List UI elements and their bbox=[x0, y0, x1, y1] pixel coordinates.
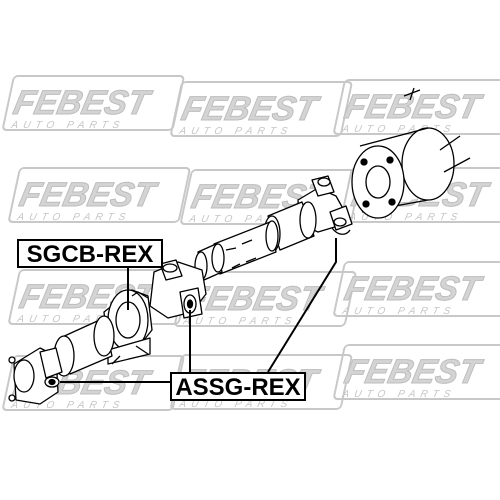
watermark-sub: AUTO PARTS bbox=[9, 120, 125, 131]
watermark-4: FEBEST AUTO PARTS bbox=[8, 167, 191, 223]
watermark-brand: FEBEST bbox=[178, 90, 323, 128]
watermark-sub: AUTO PARTS bbox=[340, 124, 456, 135]
watermark-sub: AUTO PARTS bbox=[347, 212, 463, 223]
part-label-assg: ASSG-REX bbox=[170, 372, 306, 401]
watermark-12: FEBEST AUTO PARTS bbox=[333, 344, 500, 400]
part-label-sgcb: SGCB-REX bbox=[17, 239, 163, 268]
watermark-2: FEBEST AUTO PARTS bbox=[170, 81, 353, 137]
watermark-sub: AUTO PARTS bbox=[187, 214, 303, 225]
leader-lines bbox=[60, 238, 337, 383]
rear-u-joint bbox=[297, 175, 353, 235]
watermark-brand: FEBEST bbox=[10, 84, 155, 122]
watermark-9: FEBEST AUTO PARTS bbox=[333, 261, 500, 317]
watermark-3: FEBEST AUTO PARTS bbox=[333, 79, 500, 135]
watermark-brand: FEBEST bbox=[341, 353, 486, 391]
watermark-sub: AUTO PARTS bbox=[177, 399, 293, 410]
watermark-brand: FEBEST bbox=[182, 280, 327, 318]
watermark-brand: FEBEST bbox=[16, 176, 161, 214]
watermark-brand: FEBEST bbox=[341, 270, 486, 308]
drive-shaft bbox=[8, 87, 471, 405]
watermark-1: FEBEST AUTO PARTS bbox=[2, 75, 185, 131]
watermark-layer: FEBEST AUTO PARTS FEBEST AUTO PARTS FEBE… bbox=[2, 75, 500, 411]
watermark-sub: AUTO PARTS bbox=[340, 306, 456, 317]
watermark-sub: AUTO PARTS bbox=[177, 126, 293, 137]
leader-assg-rear bbox=[267, 238, 337, 373]
watermark-brand: FEBEST bbox=[341, 88, 486, 126]
flange-disc bbox=[351, 87, 471, 219]
front-flange-joint bbox=[8, 347, 63, 405]
watermark-sub: AUTO PARTS bbox=[15, 212, 131, 223]
center-u-joint bbox=[149, 259, 207, 319]
watermark-sub: AUTO PARTS bbox=[15, 314, 131, 325]
watermark-sub: AUTO PARTS bbox=[9, 400, 125, 411]
watermark-sub: AUTO PARTS bbox=[340, 389, 456, 400]
watermark-8: FEBEST AUTO PARTS bbox=[174, 271, 357, 327]
watermark-sub: AUTO PARTS bbox=[181, 316, 297, 327]
